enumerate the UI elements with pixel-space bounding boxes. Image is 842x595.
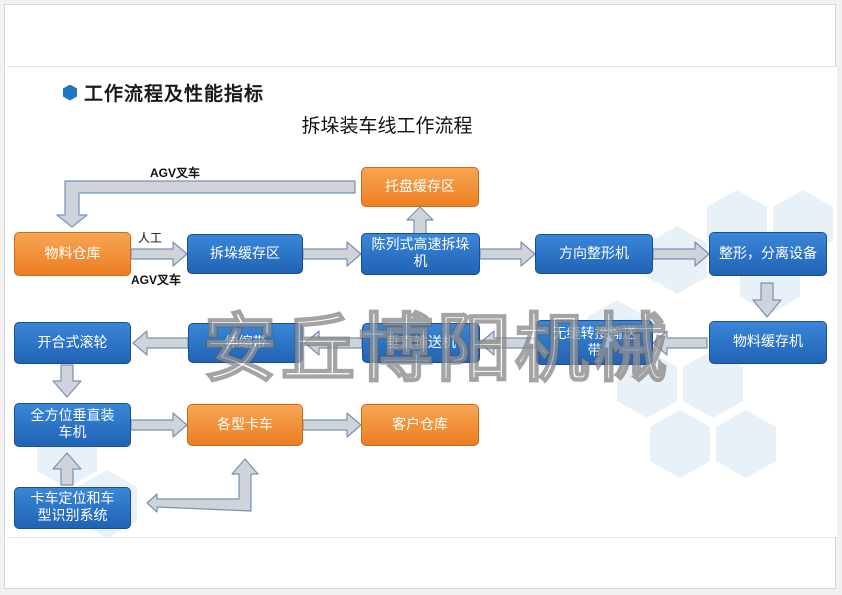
node-truck-id: 卡车定位和车型识别系统	[14, 487, 131, 529]
node-orient-shaper: 方向整形机	[535, 234, 653, 274]
node-trucks: 各型卡车	[187, 404, 303, 446]
arrow-orient-to-shape	[652, 241, 710, 267]
label-manual: 人工	[138, 231, 163, 245]
arrow-column-to-orient	[479, 241, 536, 267]
arrow-trucks-to-customer	[302, 412, 362, 438]
node-material-buffer: 物料缓存机	[709, 321, 827, 364]
arrow-truckid-to-loader	[52, 452, 82, 486]
arrow-agv-return	[56, 180, 356, 228]
section-header: 工作流程及性能指标	[63, 79, 264, 106]
arrow-seamless-to-vertical	[479, 330, 537, 356]
hexagon-bullet-icon	[63, 84, 77, 101]
flow-arrows	[52, 180, 782, 513]
arrow-up-pallet-cache	[406, 206, 434, 235]
node-seamless-conveyor: 无缝转接输送带	[536, 320, 653, 365]
arrow-warehouse-to-unstack	[130, 241, 188, 267]
node-column-unstacker: 陈列式高速拆垛机	[361, 233, 480, 275]
node-shape-separate: 整形，分离设备	[709, 232, 827, 276]
arrow-buffer-to-seamless	[652, 330, 708, 356]
node-omni-loader: 全方位垂直装车机	[14, 403, 131, 447]
label-agv-bottom: AGV叉车	[131, 273, 182, 287]
node-vertical-conveyor: 垂直输送机	[362, 323, 480, 363]
label-agv-top: AGV叉车	[150, 166, 201, 180]
section-title: 工作流程及性能指标	[84, 83, 265, 105]
arrow-loader-to-trucks	[130, 412, 188, 438]
node-split-roller: 开合式滚轮	[14, 322, 131, 364]
arrow-vertical-to-telescopic	[304, 330, 363, 356]
slide: 工作流程及性能指标 拆垛装车线工作流程	[7, 66, 837, 538]
node-pallet-cache: 托盘缓存区	[361, 167, 479, 207]
diagram-title: 拆垛装车线工作流程	[301, 115, 473, 137]
node-unstack-cache: 拆垛缓存区	[187, 234, 303, 274]
arrow-roller-to-loader	[52, 364, 82, 398]
arrow-shape-to-buffer	[752, 282, 782, 318]
node-customer-warehouse: 客户仓库	[361, 404, 479, 446]
node-telescopic-belt: 伸缩带	[188, 323, 303, 363]
node-warehouse: 物料仓库	[14, 232, 131, 276]
arrow-truckid-to-trucks	[146, 458, 259, 513]
arrow-telescopic-to-roller	[132, 330, 189, 356]
arrow-unstack-to-column	[302, 241, 362, 267]
